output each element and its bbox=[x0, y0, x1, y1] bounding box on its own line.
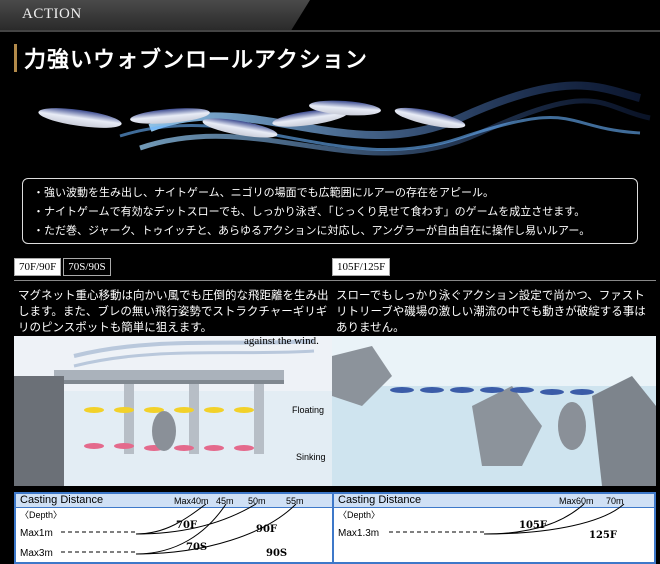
cast-title: Casting Distance bbox=[338, 494, 422, 506]
wind-scene-illustration: against the wind. Floating Sinking bbox=[14, 336, 338, 486]
cast-header-bar bbox=[334, 494, 654, 508]
svg-text:70m: 70m bbox=[606, 496, 624, 506]
tab-105f-125f[interactable]: 105F/125F bbox=[332, 258, 391, 276]
model-tabs: 105F/125F bbox=[332, 258, 656, 276]
panel-description: マグネット重心移動は向かい風でも圧倒的な飛距離を生み出します。また、ブレの無い飛… bbox=[14, 280, 338, 335]
casting-distance-chart: Casting Distance Max60m 70m 〈Depth〉 Max1… bbox=[332, 492, 656, 564]
panel-70-90: 70F/90F 70S/90S マグネット重心移動は向かい風でも圧倒的な飛距離を… bbox=[14, 258, 338, 564]
svg-text:Max1.3m: Max1.3m bbox=[338, 528, 379, 539]
header-bar bbox=[0, 0, 310, 30]
svg-text:125F: 125F bbox=[589, 530, 617, 541]
header-divider bbox=[0, 30, 660, 32]
wave-trail bbox=[139, 98, 651, 156]
sinking-label: Sinking bbox=[296, 452, 326, 462]
feature-item: ・ただ巻、ジャーク、トゥイッチと、あらゆるアクションに対応し、アングラーが自由自… bbox=[33, 224, 591, 237]
svg-text:70F: 70F bbox=[176, 520, 197, 531]
svg-text:90S: 90S bbox=[266, 548, 287, 559]
tab-70f-90f[interactable]: 70F/90F bbox=[14, 258, 62, 276]
svg-text:Max1m: Max1m bbox=[20, 528, 53, 539]
panel-105-125: 105F/125F スローでもしっかり泳ぐアクション設定で尚かつ、ファストリトリ… bbox=[332, 258, 656, 564]
hero-lures-image bbox=[38, 81, 651, 156]
lure-figure bbox=[38, 100, 466, 138]
svg-text:45m: 45m bbox=[216, 496, 234, 506]
panel-description: スローでもしっかり泳ぐアクション設定で尚かつ、ファストリトリーブや磯場の激しい潮… bbox=[332, 280, 656, 335]
header-label: ACTION bbox=[22, 6, 82, 22]
fish-figure bbox=[558, 402, 586, 450]
page-title: 力強いウォブンロールアクション bbox=[24, 47, 368, 73]
svg-text:90F: 90F bbox=[256, 524, 277, 535]
svg-text:Max3m: Max3m bbox=[20, 548, 53, 559]
svg-text:Max40m: Max40m bbox=[174, 496, 209, 506]
rocky-shore-illustration bbox=[332, 336, 656, 486]
feature-list: ・強い波動を生み出し、ナイトゲーム、ニゴリの場面でも広範囲にルアーの存在をアピー… bbox=[22, 178, 638, 244]
scene-caption: against the wind. bbox=[244, 336, 319, 347]
feature-item: ・強い波動を生み出し、ナイトゲーム、ニゴリの場面でも広範囲にルアーの存在をアピー… bbox=[33, 186, 495, 199]
fish-figure bbox=[152, 411, 176, 451]
section-header: ACTION bbox=[0, 0, 660, 32]
svg-text:55m: 55m bbox=[286, 496, 304, 506]
svg-text:〈Depth〉: 〈Depth〉 bbox=[338, 510, 380, 520]
svg-text:105F: 105F bbox=[519, 520, 547, 531]
model-tabs: 70F/90F 70S/90S bbox=[14, 258, 338, 276]
title-accent bbox=[14, 44, 17, 72]
svg-text:70S: 70S bbox=[186, 542, 207, 553]
cast-title: Casting Distance bbox=[20, 494, 104, 506]
tab-70s-90s[interactable]: 70S/90S bbox=[63, 258, 111, 276]
casting-distance-chart: Casting Distance Max40m 45m 50m 55m 〈Dep… bbox=[14, 492, 338, 564]
svg-text:〈Depth〉: 〈Depth〉 bbox=[20, 510, 62, 520]
svg-text:50m: 50m bbox=[248, 496, 266, 506]
feature-item: ・ナイトゲームで有効なデットスローでも、しっかり泳ぎ、「じっくり見せて食わす」の… bbox=[33, 205, 586, 218]
svg-text:Max60m: Max60m bbox=[559, 496, 594, 506]
floating-label: Floating bbox=[292, 405, 324, 415]
